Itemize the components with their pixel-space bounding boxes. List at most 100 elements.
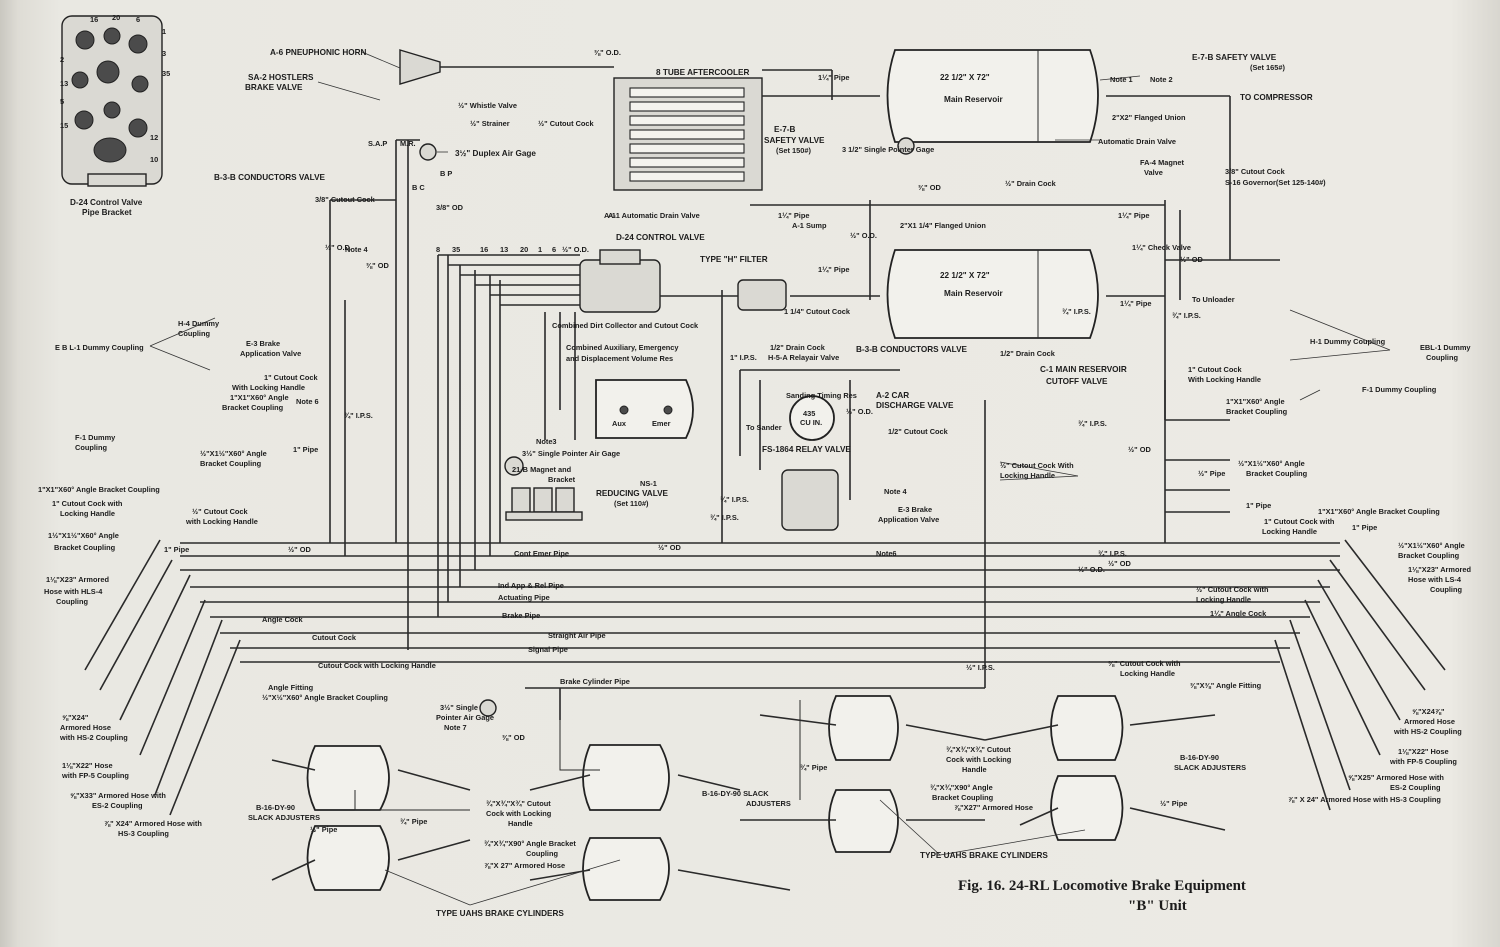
label-e3-right-1: E-3 Brake (898, 505, 932, 514)
right-hoses (1274, 539, 1446, 811)
label-h4-left-2: Coupling (178, 329, 211, 338)
label-note4c: Note 4 (884, 487, 907, 496)
single-pointer-gage-bottom-drawing (479, 699, 497, 717)
label-slack-right-2: SLACK ADJUSTERS (1174, 763, 1246, 772)
bracket-port-12: 12 (150, 133, 158, 142)
label-cutout-1-lock-1: 1" Cutout Cock (264, 373, 318, 382)
label-cutout-lock-half-r2: Locking Handle (1000, 471, 1055, 480)
label-main-res-2: Main Reservoir (944, 289, 1004, 298)
label-od12-f: ½" OD (658, 543, 681, 552)
label-pipe-114d: 1¼" Pipe (818, 265, 849, 274)
bracket-port-6: 6 (136, 15, 140, 24)
label-armored-1x23-2: Hose with HLS-4 (44, 587, 103, 596)
label-c1-2: CUTOFF VALVE (1046, 377, 1108, 386)
label-slack-left-2: SLACK ADJUSTERS (248, 813, 320, 822)
label-armored-r-hs3: ⅞" X 24" Armored Hose with HS-3 Coupling (1288, 795, 1441, 804)
label-od12-e: ½" OD (288, 545, 311, 554)
label-flanged-union-2x114: 2"X1 1/4" Flanged Union (900, 221, 986, 230)
d24-control-valve-drawing (579, 249, 661, 313)
sanding-timing-res-drawing (789, 395, 835, 441)
bracket-subtitle: Pipe Bracket (82, 208, 132, 217)
label-single-ptr2-1: 3½" Single (440, 703, 478, 712)
label-angle-r1: ¾"X¾"X90° Angle (930, 783, 993, 792)
label-combined-aux-1: Combined Auxiliary, Emergency (566, 343, 679, 352)
label-slack-mid-1: B-16-DY-90 SLACK (702, 789, 769, 798)
label-bracket-r2: Bracket Coupling (1226, 407, 1288, 416)
label-main-res-1: Main Reservoir (944, 95, 1004, 104)
label-hose-22-2: with FP-5 Coupling (61, 771, 129, 780)
label-e7b-top: E-7-B SAFETY VALVE (1192, 53, 1277, 62)
label-cutout-half-r1: ½" Cutout Cock with (1196, 585, 1269, 594)
label-flanged-union-2x2: 2"X2" Flanged Union (1112, 113, 1186, 122)
label-armored-r24-1: ⅝"X24⅞" (1412, 707, 1445, 716)
label-to-unloader: To Unloader (1192, 295, 1235, 304)
label-emer: Emer (652, 419, 671, 428)
bracket-port-35: 35 (162, 69, 170, 78)
label-hostler-2: BRAKE VALVE (245, 83, 303, 92)
label-cutout-38: 3/8" Cutout Cock (315, 195, 376, 204)
label-angle-1x1-r: 1"X1"X60° Angle Bracket Coupling (1318, 507, 1440, 516)
label-cu-in-1: 435 (803, 409, 815, 418)
label-angle-left-2: Bracket Coupling (54, 543, 116, 552)
label-cutout-1-lock-2: With Locking Handle (232, 383, 305, 392)
label-cutout-114: 1 1/4" Cutout Cock (784, 307, 851, 316)
label-cutout-half-lock-2: with Locking Handle (185, 517, 258, 526)
label-single-ptr2-2: Pointer Air Gage (436, 713, 494, 722)
label-note1: Note 1 (1110, 75, 1133, 84)
label-reducing-1: NS-1 (640, 479, 657, 488)
port-row-1: 35 (452, 245, 460, 254)
label-h4-left-1: H-4 Dummy (178, 319, 220, 328)
label-angle-left-1: 1½"X1½"X60° Angle (48, 531, 119, 540)
label-od38c: ⅜" OD (918, 183, 941, 192)
label-cutout-1-lock-r2: With Locking Handle (1188, 375, 1261, 384)
label-a1-sump: A-1 Sump (792, 221, 827, 230)
label-angle-cock-r: 1¼" Angle Cock (1210, 609, 1267, 618)
bracket-port-13: 13 (60, 79, 68, 88)
label-armored-1x23-1: 1⅛"X23" Armored (46, 575, 109, 584)
label-check-valve: 1¼" Check Valve (1132, 243, 1191, 252)
label-angle-fitting-r: ⅜"X⅜" Angle Fitting (1190, 681, 1262, 690)
label-e3-right-2: Application Valve (878, 515, 939, 524)
label-h1-right: H-1 Dummy Coupling (1310, 337, 1386, 346)
label-to-compressor: TO COMPRESSOR (1240, 93, 1313, 102)
label-armored-r25-1: ⅝"X25" Armored Hose with (1348, 773, 1444, 782)
label-fa4-1: FA-4 Magnet (1140, 158, 1184, 167)
label-od12a: ½" O.D. (325, 243, 352, 252)
label-cutout-lock-34-1: ¾"X¾"X¾" Cutout (486, 799, 551, 808)
label-a2-2: DISCHARGE VALVE (876, 401, 954, 410)
label-ips-12: ½" I.P.S. (966, 663, 995, 672)
label-a2-1: A-2 CAR (876, 391, 909, 400)
pipe-bracket-drawing (61, 15, 163, 187)
label-od-top: ⅜" O.D. (594, 48, 621, 57)
pneuphonic-horn-drawing (399, 49, 480, 85)
bracket-port-2: 2 (60, 55, 64, 64)
label-note6b: Note6 (876, 549, 897, 558)
label-horn: A-6 PNEUPHONIC HORN (270, 48, 367, 57)
label-ips-34f: ¾" I.P.S. (1098, 549, 1127, 558)
label-cutout-lock-r1: ¾"X¾"X¾" Cutout (946, 745, 1011, 754)
label-slack-left-1: B-16-DY-90 (256, 803, 295, 812)
bracket-port-15: 15 (60, 121, 68, 130)
label-brake-pipe: Brake Pipe (502, 611, 540, 620)
label-armored-hs3-1: ⅞" X24" Armored Hose with (104, 819, 202, 828)
label-note4a: Note 4 (345, 245, 368, 254)
label-hose-22-1: 1⅛"X22" Hose (62, 761, 113, 770)
port-row-7: ½" O.D. (562, 245, 589, 254)
label-conductors-1: B-3-B CONDUCTORS VALVE (214, 173, 326, 182)
label-cutout-lock-r6-1: ⅜" Cutout Cock with (1108, 659, 1181, 668)
label-ebl-left: E B L-1 Dummy Coupling (55, 343, 144, 352)
label-a1: A-1 (604, 211, 616, 220)
label-od12-h: ½" OD (1108, 559, 1131, 568)
label-cutout-lock-r6-2: Locking Handle (1120, 669, 1175, 678)
label-aftercooler: 8 TUBE AFTERCOOLER (656, 68, 749, 77)
label-ebl-right-2: Coupling (1426, 353, 1459, 362)
label-pipe-114e: 1¼" Pipe (1120, 299, 1151, 308)
label-cutout-cock: Cutout Cock (312, 633, 357, 642)
bracket-title: D-24 Control Valve (70, 198, 143, 207)
label-actuating: Actuating Pipe (498, 593, 550, 602)
volume-reservoir-drawing (595, 379, 694, 439)
label-cutout-lock-34-2: Cock with Locking (486, 809, 552, 818)
label-od12-r: ½" O.D. (1078, 565, 1105, 574)
